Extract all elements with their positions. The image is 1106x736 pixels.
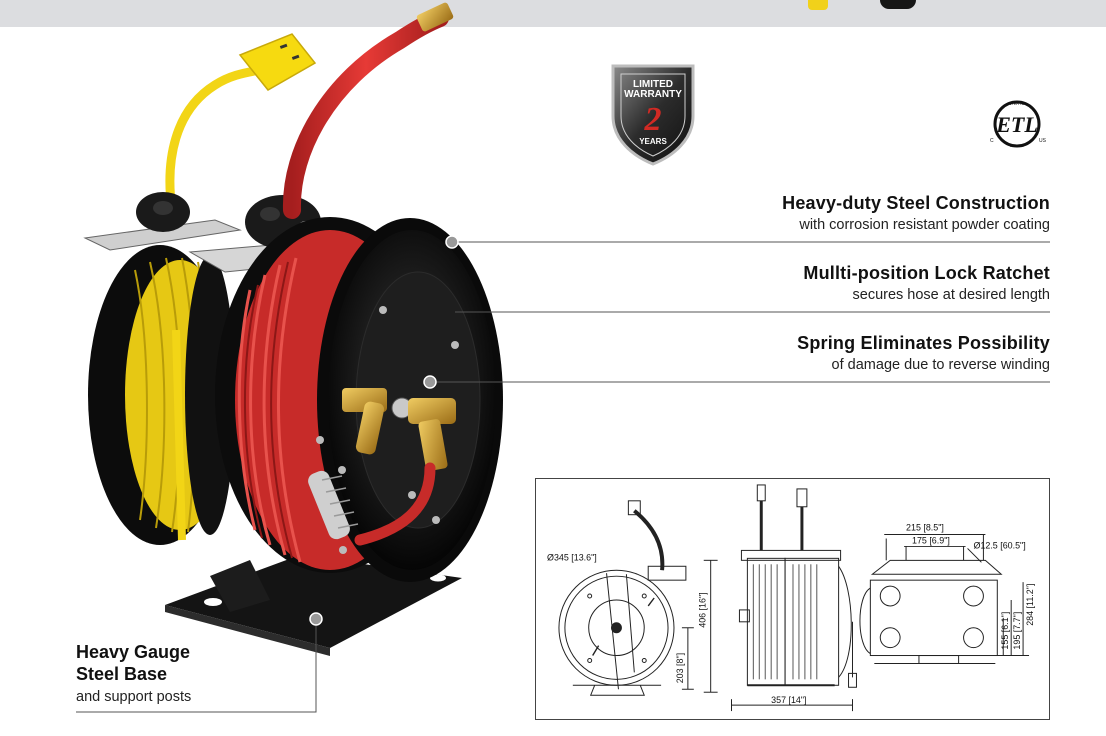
dimension-drawings: Ø345 [13.6"] 406 [16"] 203 [8"] 357 [14"… (547, 484, 1035, 712)
feature-spring: Spring Eliminates Possibility of damage … (797, 333, 1050, 373)
feature-lock-ratchet: Mullti-position Lock Ratchet secures hos… (803, 263, 1050, 303)
badge-line2: WARRANTY (624, 89, 682, 100)
badge-line3: YEARS (639, 137, 667, 146)
etl-bottom-text: LISTED (1010, 143, 1024, 148)
feature-subtitle: of damage due to reverse winding (831, 357, 1050, 373)
base-title-line2: Steel Base (76, 664, 168, 684)
inlet-hose (308, 462, 436, 546)
hose-reel-product-image (83, 2, 503, 656)
badge-number: 2 (644, 101, 662, 138)
top-view-drawing (859, 534, 1030, 664)
etl-listed-mark: ETL INTERTEK LISTED C US (990, 100, 1047, 148)
feature-subtitle: with corrosion resistant powder coating (799, 217, 1050, 233)
base-title-line1: Heavy Gauge (76, 642, 191, 662)
top-strip (0, 0, 1106, 27)
front-view-drawing (558, 500, 718, 696)
badge-line1: LIMITED (633, 79, 673, 90)
side-view-drawing (731, 484, 857, 712)
yellow-extension-cord (165, 33, 317, 541)
dim-h284: 284 [11.2"] (1025, 584, 1035, 626)
dim-h195: 195 [7.7"] (1012, 612, 1022, 650)
etl-left-text: C (990, 138, 994, 144)
hose-brass-fitting (416, 2, 454, 32)
feature-steel-construction: Heavy-duty Steel Construction with corro… (782, 193, 1050, 233)
base-subtitle: and support posts (76, 689, 192, 705)
feature-title: Heavy-duty Steel Construction (782, 193, 1050, 213)
dim-height-total: 406 [16"] (698, 592, 708, 627)
dim-h155: 155 [6.1"] (1000, 612, 1010, 650)
red-hose-lead (282, 9, 449, 219)
dim-hole: Ø12.5 [60.5"] (973, 540, 1025, 550)
dim-base-outer: 215 [8.5"] (906, 523, 944, 533)
dim-height-axle: 203 [8"] (675, 653, 685, 683)
etl-mark: ETL (995, 112, 1038, 137)
swivel-fittings (342, 388, 456, 471)
etl-right-text: US (1039, 138, 1047, 144)
etl-top-text: INTERTEK (1007, 101, 1027, 106)
base-callout: Heavy Gauge Steel Base and support posts (76, 641, 191, 705)
plug-thumbnail-black (880, 0, 916, 9)
limited-warranty-badge: LIMITED WARRANTY 2 YEARS (611, 64, 695, 166)
plug-thumbnail-yellow (808, 0, 828, 10)
dim-base-inner: 175 [6.9"] (912, 535, 950, 545)
feature-subtitle: secures hose at desired length (852, 287, 1051, 303)
feature-title: Spring Eliminates Possibility (797, 333, 1050, 353)
dim-width: 357 [14"] (771, 695, 806, 705)
feature-title: Mullti-position Lock Ratchet (803, 263, 1050, 283)
dim-diameter: Ø345 [13.6"] (547, 552, 597, 562)
technical-drawing-panel: Ø345 [13.6"] 406 [16"] 203 [8"] 357 [14"… (535, 478, 1050, 720)
